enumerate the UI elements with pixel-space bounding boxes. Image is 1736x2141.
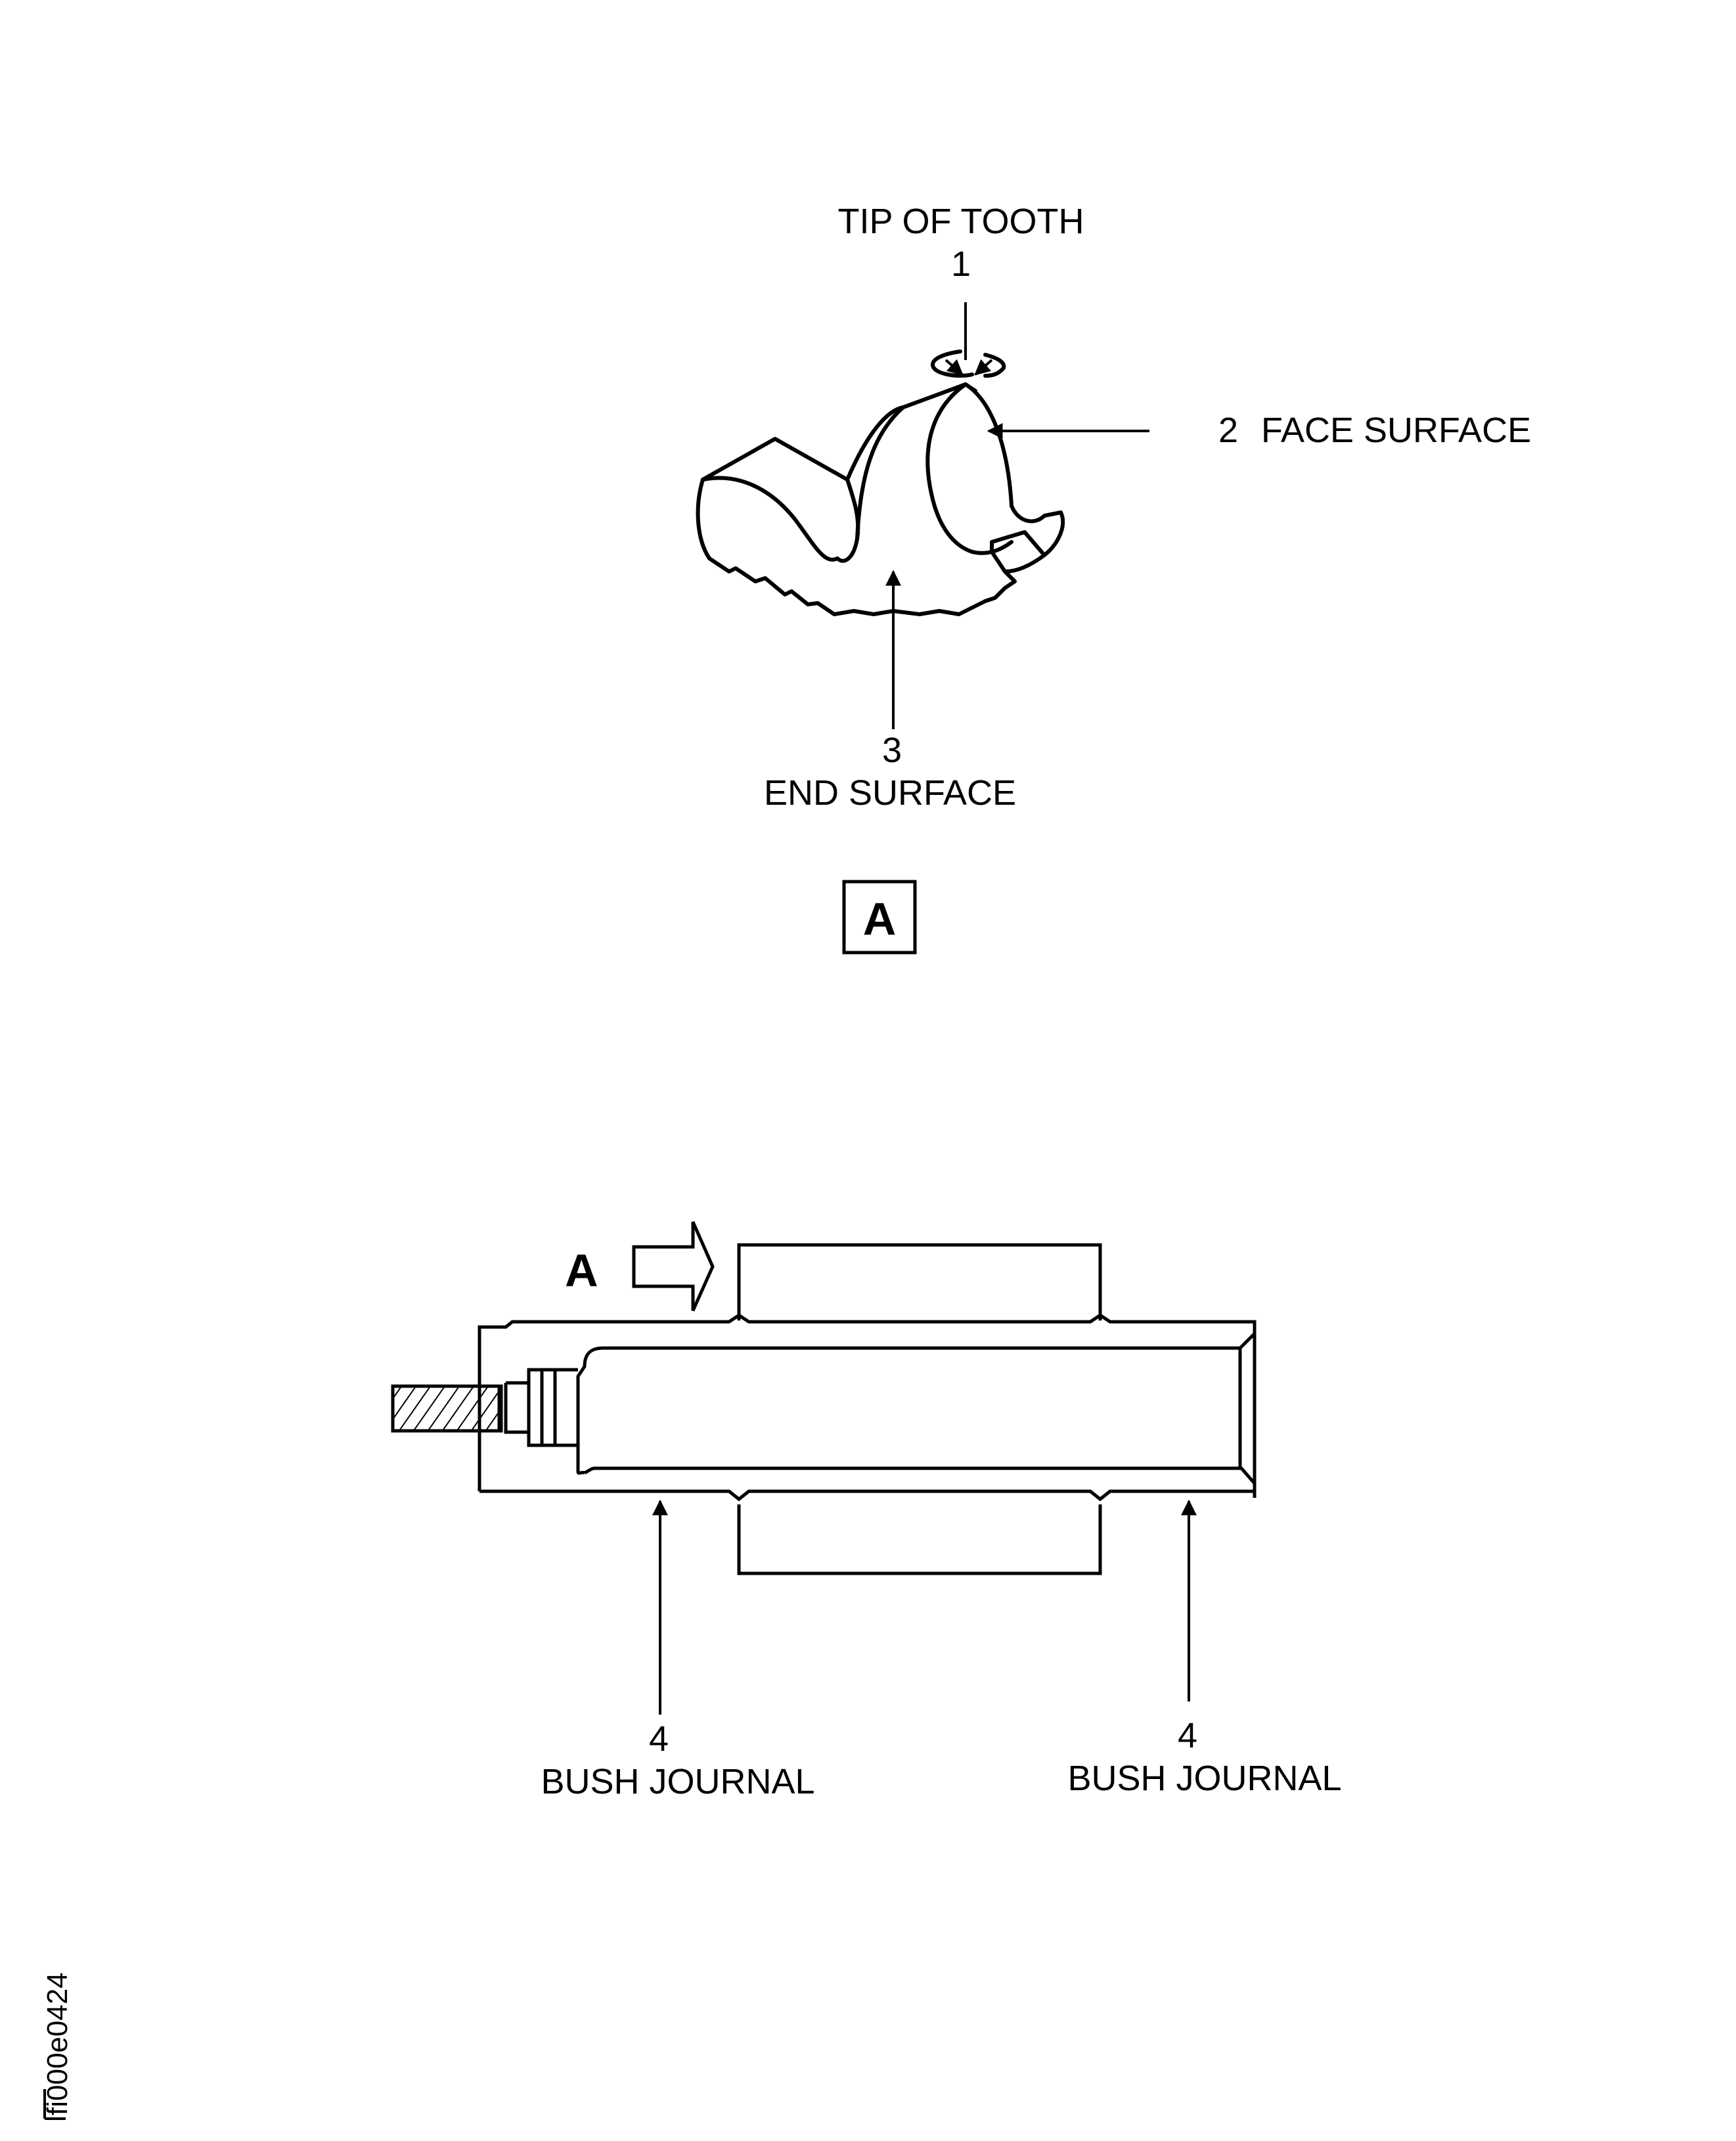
threaded-end bbox=[391, 1384, 503, 1433]
bush-journal-leaders bbox=[652, 1499, 1197, 1715]
callout-3-number: 3 bbox=[882, 731, 902, 770]
callout-4b-number: 4 bbox=[1178, 1716, 1197, 1755]
gear-bottom bbox=[737, 1504, 1102, 1575]
gear-tooth-drawing bbox=[696, 349, 1065, 616]
figure-id-text: fi000e0424 bbox=[41, 1972, 74, 2115]
callout-4b-label: BUSH JOURNAL bbox=[1067, 1759, 1341, 1798]
shaft-gear-drawing bbox=[478, 1243, 1257, 1575]
gear-top bbox=[737, 1243, 1102, 1320]
view-a-box: A bbox=[842, 880, 917, 955]
view-a-box-label: A bbox=[863, 893, 897, 945]
tip-arrow-left bbox=[945, 359, 964, 376]
view-a-leaders bbox=[885, 302, 1149, 729]
callout-2-label: FACE SURFACE bbox=[1261, 411, 1531, 450]
figure-id: fi000e0424 bbox=[41, 1972, 74, 2120]
view-direction-label: A bbox=[565, 1245, 598, 1296]
tip-arrow-right bbox=[974, 359, 993, 376]
callout-4a-number: 4 bbox=[649, 1719, 669, 1759]
callout-3-label: END SURFACE bbox=[764, 773, 1016, 813]
callout-1-number: 1 bbox=[951, 244, 971, 284]
view-direction-arrow: A bbox=[565, 1221, 715, 1312]
callout-4a-label: BUSH JOURNAL bbox=[541, 1762, 814, 1801]
callout-2-number: 2 bbox=[1218, 411, 1238, 450]
callout-1-label: TIP OF TOOTH bbox=[837, 202, 1084, 241]
